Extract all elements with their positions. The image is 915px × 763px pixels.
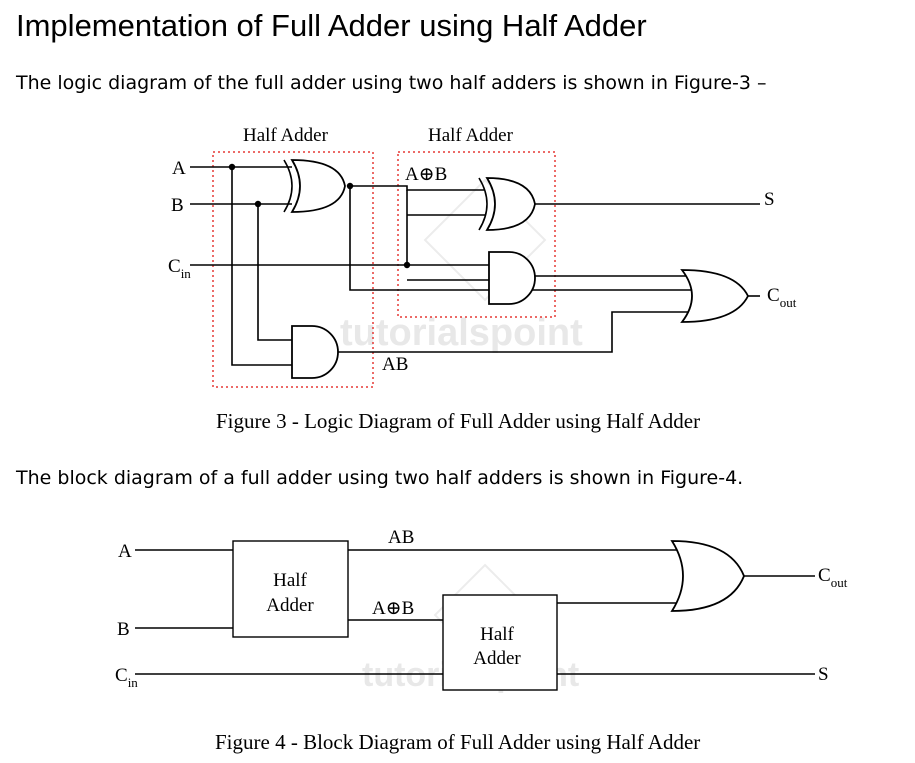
svg-text:tutorialspoint: tutorialspoint — [340, 312, 583, 354]
figure3-input-a-label: A — [172, 158, 186, 179]
figure4-or-gate — [670, 540, 745, 612]
figure4-caption: Figure 4 - Block Diagram of Full Adder u… — [215, 730, 700, 754]
figure4-half-adder-block-1 — [232, 540, 349, 638]
figure3-sum-output-label: S — [764, 189, 775, 210]
wire-b-to-and1 — [257, 204, 292, 341]
and-gate-1 — [291, 325, 339, 379]
figure4-input-b-label: B — [117, 619, 130, 640]
wire-a-to-and1 — [231, 167, 292, 366]
figure4-and-label: AB — [388, 527, 414, 548]
figure4-half-adder-1-line1: Half — [273, 570, 307, 591]
junction-dot — [403, 261, 411, 269]
figure4-half-adder-2-line1: Half — [480, 624, 514, 645]
figure3-input-cin-label: Cin — [168, 256, 191, 281]
figure4-block-diagram: tutorialspoint A B Cin Half Adder Half A… — [115, 527, 848, 754]
figure3-half-adder-label-1: Half Adder — [243, 125, 329, 146]
figure3-half-adder-box-2 — [397, 151, 556, 318]
figure4-input-a-label: A — [118, 541, 132, 562]
or-gate — [680, 269, 750, 323]
figure4-xor-label: A⊕B — [372, 598, 414, 619]
figure3-xor-label: A⊕B — [405, 164, 447, 185]
figure3-and-label: AB — [382, 354, 408, 375]
figure4-input-cin-label: Cin — [115, 665, 138, 690]
intro-paragraph: The logic diagram of the full adder usin… — [16, 72, 767, 94]
wire-xor1-to-xor2 — [350, 185, 485, 191]
wire-and1-to-or — [335, 311, 690, 353]
xor-gate-1 — [283, 159, 346, 213]
figure4-half-adder-2-line2: Adder — [473, 648, 521, 669]
and-gate-2 — [488, 251, 536, 305]
figure3-logic-diagram: tutorialspoint — [168, 125, 797, 433]
figure3-half-adder-box-1 — [212, 151, 374, 388]
figure3-cout-output-label: Cout — [767, 285, 797, 310]
figure3-watermark: tutorialspoint — [340, 178, 583, 354]
figure4-half-adder-block-2 — [442, 594, 558, 691]
block-diagram-paragraph: The block diagram of a full adder using … — [16, 467, 744, 489]
page-title: Implementation of Full Adder using Half … — [16, 8, 647, 43]
figure3-caption: Figure 3 - Logic Diagram of Full Adder u… — [216, 409, 700, 433]
figure4-sum-output-label: S — [818, 664, 829, 685]
figure4-half-adder-1-line2: Adder — [266, 595, 314, 616]
junction-dot — [228, 163, 236, 171]
xor-gate-2 — [478, 177, 536, 231]
junction-dot — [254, 200, 262, 208]
wire-xor1-to-and2 — [349, 186, 692, 291]
junction-dot — [346, 182, 354, 190]
figure4-cout-output-label: Cout — [818, 565, 848, 590]
figure3-half-adder-label-2: Half Adder — [428, 125, 514, 146]
figure3-input-b-label: B — [171, 195, 184, 216]
